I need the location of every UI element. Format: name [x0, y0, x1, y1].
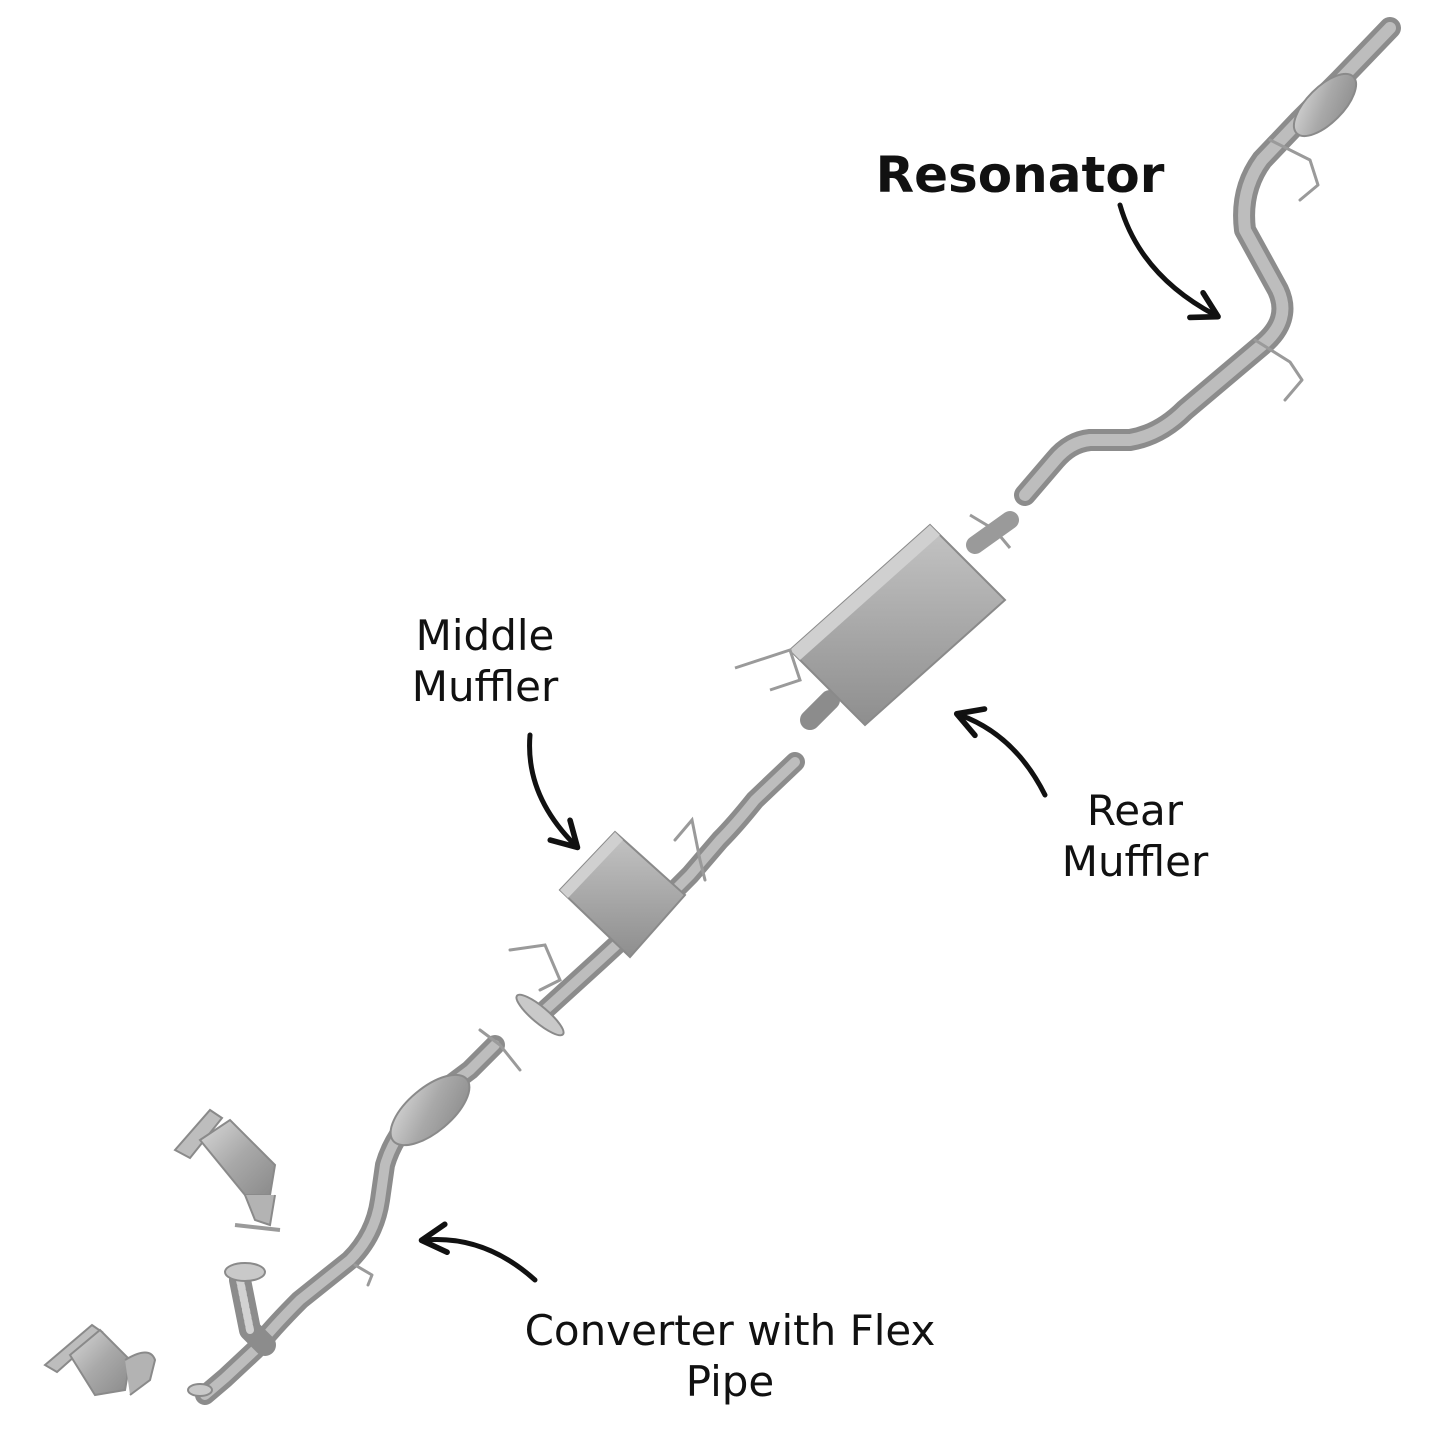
middle-muffler-part	[508, 752, 805, 1037]
annotation-arrows	[418, 202, 1221, 1283]
catalytic-converter-body	[389, 1073, 471, 1147]
middle-muffler-arrow	[527, 732, 581, 851]
resonator-arrow	[1117, 202, 1221, 321]
converter-label: Converter with Flex Pipe	[524, 1306, 936, 1407]
middle-muffler-label: Middle Muffler	[411, 611, 559, 712]
tailpipe-section	[1014, 17, 1401, 506]
upper-manifold-converter	[173, 1108, 281, 1232]
hanger	[1268, 138, 1320, 202]
rear-muffler-label: Rear Muffler	[1061, 786, 1209, 887]
resonator-body	[1292, 72, 1358, 138]
rear-muffler-part	[734, 511, 1019, 730]
resonator-label: Resonator	[875, 146, 1165, 204]
flange	[515, 993, 565, 1037]
converter-flex-pipe-part	[187, 1028, 522, 1405]
converter-arrow	[418, 1221, 538, 1283]
rear-muffler-arrow	[953, 706, 1048, 798]
lower-manifold-converter	[43, 1323, 157, 1397]
hanger	[1253, 338, 1304, 402]
